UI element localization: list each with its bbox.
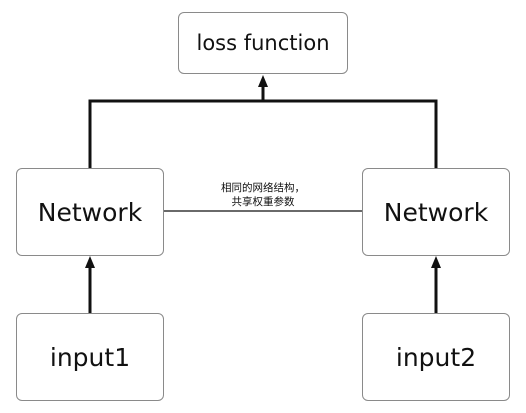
input2-node: input2	[362, 313, 510, 401]
network-right-label: Network	[383, 197, 489, 227]
shared-weights-line1: 相同的网络结构，	[221, 182, 305, 194]
network-right-node: Network	[362, 168, 510, 256]
loss-arrow-head	[258, 75, 268, 87]
input1-label: input1	[49, 342, 131, 372]
network-left-label: Network	[37, 197, 143, 227]
loss-function-label: loss function	[196, 31, 330, 55]
shared-weights-annotation: 相同的网络结构， 共享权重参数	[196, 181, 330, 209]
input2-label: input2	[395, 342, 477, 372]
network-left-node: Network	[16, 168, 164, 256]
input2-arrow-head	[431, 256, 441, 268]
input1-arrow-head	[85, 256, 95, 268]
loss-function-node: loss function	[178, 12, 348, 74]
shared-weights-line2: 共享权重参数	[231, 196, 295, 208]
input1-node: input1	[16, 313, 164, 401]
